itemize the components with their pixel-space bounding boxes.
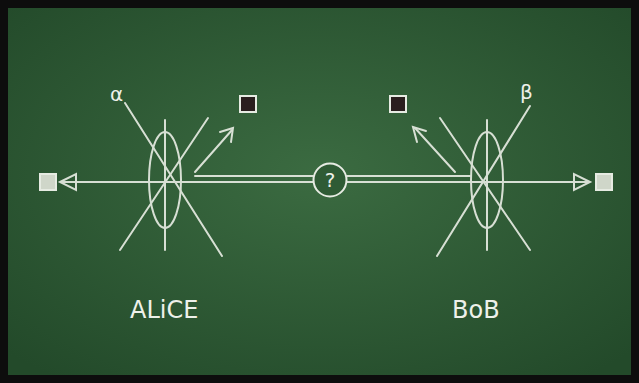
party-label: BoB — [452, 296, 500, 324]
angle-label: β — [520, 80, 533, 104]
node-text: ? — [325, 168, 336, 192]
party-label: ALiCE — [130, 296, 198, 324]
source-circle: ? — [312, 162, 348, 198]
angle-label: α — [110, 82, 123, 106]
